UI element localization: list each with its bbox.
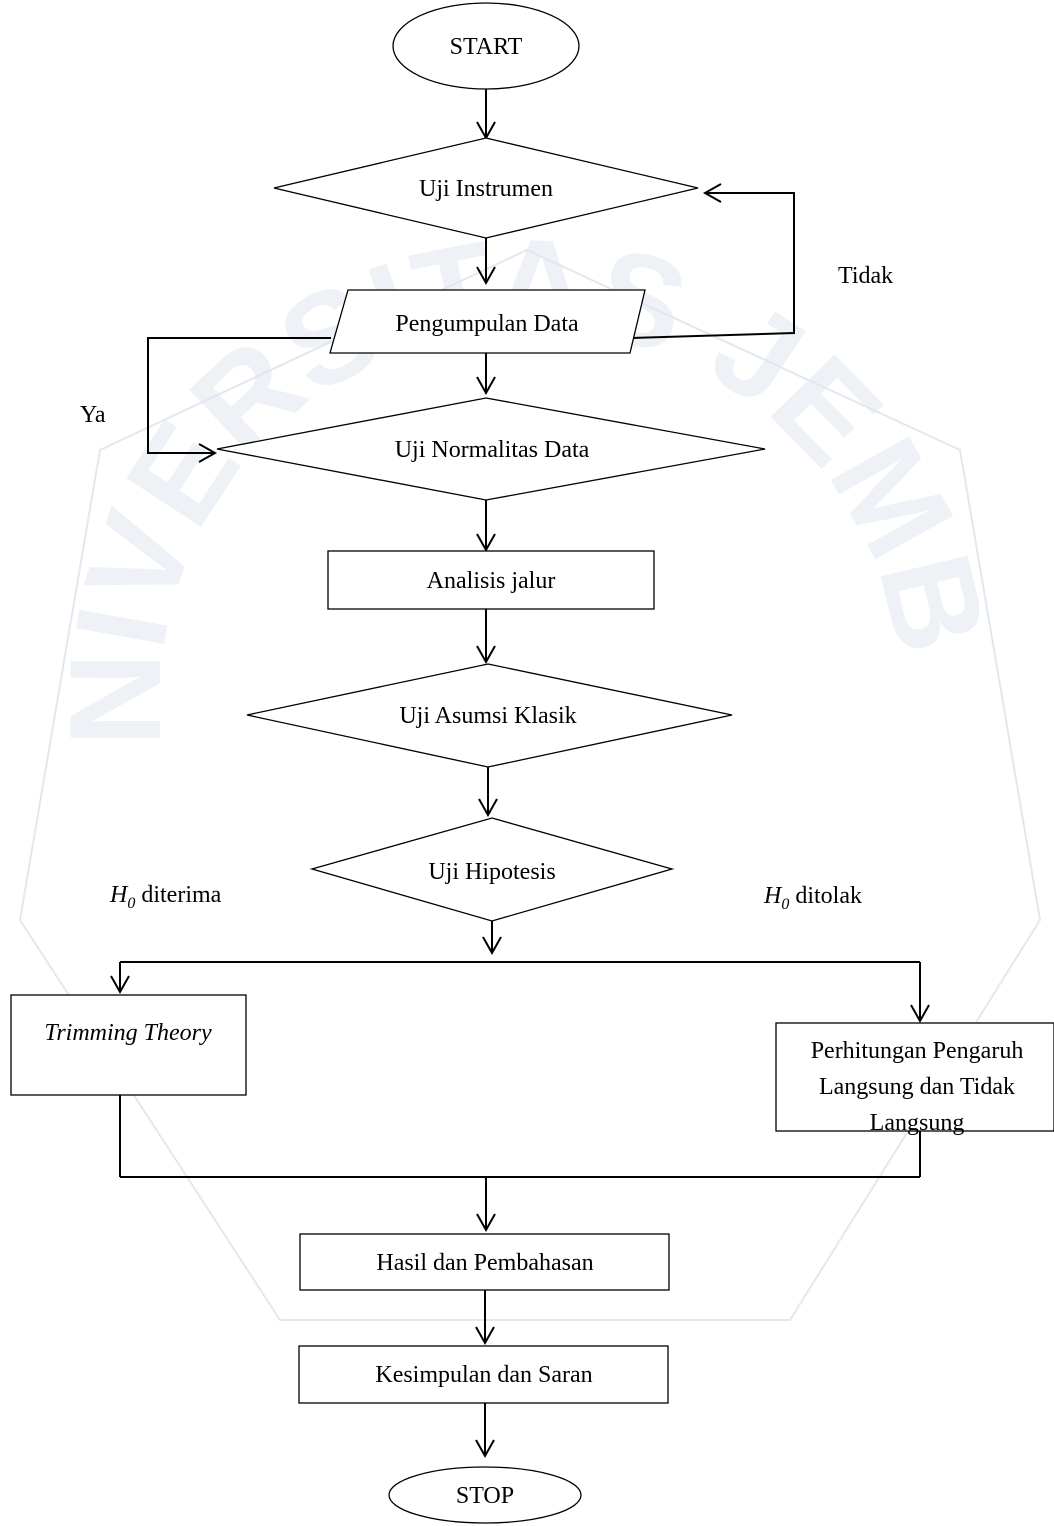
hasil-label: Hasil dan Pembahasan bbox=[376, 1250, 593, 1276]
perhitungan-label-2: Langsung dan Tidak bbox=[819, 1074, 1015, 1100]
edge-label-h0-ditolak: H0 ditolak bbox=[763, 883, 862, 913]
edge-label-h0-diterima: H0 diterima bbox=[109, 882, 222, 912]
node-uji-hipotesis: Uji Hipotesis bbox=[309, 817, 675, 922]
diterima-text: diterima bbox=[141, 882, 221, 908]
node-stop: STOP bbox=[388, 1466, 582, 1524]
uji-normalitas-label: Uji Normalitas Data bbox=[395, 437, 590, 463]
analisis-jalur-label: Analisis jalur bbox=[427, 568, 556, 594]
ditolak-text: ditolak bbox=[795, 883, 862, 909]
kesimpulan-label: Kesimpulan dan Saran bbox=[375, 1362, 592, 1388]
connectors bbox=[110, 89, 930, 1459]
perhitungan-label-1: Perhitungan Pengaruh bbox=[811, 1038, 1024, 1064]
node-uji-normalitas: Uji Normalitas Data bbox=[216, 397, 766, 501]
stop-label: STOP bbox=[456, 1483, 514, 1509]
uji-instrumen-label: Uji Instrumen bbox=[419, 176, 553, 202]
edge-label-tidak: Tidak bbox=[838, 263, 893, 289]
pengumpulan-data-label: Pengumpulan Data bbox=[395, 311, 579, 337]
uji-asumsi-label: Uji Asumsi Klasik bbox=[399, 703, 576, 729]
h0-symbol: H bbox=[763, 883, 783, 909]
trimming-label: Trimming Theory bbox=[44, 1020, 212, 1046]
h0-subscript: 0 bbox=[127, 895, 135, 912]
node-trimming-theory: Trimming Theory bbox=[10, 994, 247, 1096]
node-pengumpulan-data: Pengumpulan Data bbox=[329, 289, 646, 354]
node-hasil: Hasil dan Pembahasan bbox=[299, 1233, 670, 1291]
node-start: START bbox=[392, 2, 580, 90]
node-kesimpulan: Kesimpulan dan Saran bbox=[298, 1345, 669, 1404]
uji-hipotesis-label: Uji Hipotesis bbox=[428, 859, 555, 885]
node-perhitungan: Perhitungan Pengaruh Langsung dan Tidak … bbox=[775, 1022, 1054, 1136]
edge-label-ya: Ya bbox=[80, 402, 106, 428]
node-uji-instrumen: Uji Instrumen bbox=[273, 137, 699, 239]
perhitungan-label-3: Langsung bbox=[870, 1110, 965, 1136]
watermark-text: UNIVERSITAS JEMBER bbox=[0, 0, 1015, 746]
start-label: START bbox=[450, 34, 523, 60]
h0-subscript: 0 bbox=[781, 896, 789, 913]
node-analisis-jalur: Analisis jalur bbox=[327, 550, 655, 610]
node-uji-asumsi: Uji Asumsi Klasik bbox=[246, 663, 733, 768]
h0-symbol: H bbox=[109, 882, 129, 908]
